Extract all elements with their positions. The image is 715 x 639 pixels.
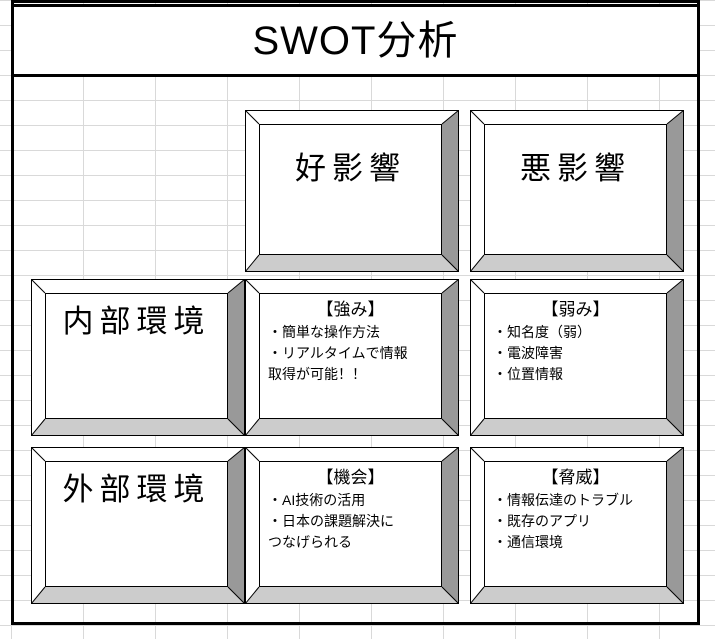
list-item: ・リアルタイムで情報 <box>268 345 408 362</box>
row-header-internal-body: 内部環境 <box>46 294 227 418</box>
quadrant-opportunities-list: ・AI技術の活用 ・日本の課題解決に つなげられる <box>260 490 441 554</box>
quadrant-strengths: 【強み】 ・簡単な操作方法 ・リアルタイムで情報 取得が可能！！ <box>245 279 459 436</box>
quadrant-opportunities-body: 【機会】 ・AI技術の活用 ・日本の課題解決に つなげられる <box>260 462 441 586</box>
list-item: ・通信環境 <box>493 534 563 551</box>
list-item: ・位置情報 <box>493 366 563 383</box>
row-header-external: 外部環境 <box>31 447 245 604</box>
list-item: ・簡単な操作方法 <box>268 323 380 340</box>
page-title: SWOT分析 <box>252 18 459 63</box>
quadrant-weaknesses: 【弱み】 ・知名度（弱） ・電波障害 ・位置情報 <box>470 279 684 436</box>
row-header-internal: 内部環境 <box>31 279 245 436</box>
quadrant-weaknesses-title: 【弱み】 <box>541 300 610 319</box>
column-header-negative-body: 悪影響 <box>485 125 666 254</box>
column-header-positive-label: 好影響 <box>295 151 406 186</box>
diagram-title-box: SWOT分析 <box>11 4 700 77</box>
column-header-negative: 悪影響 <box>470 110 684 272</box>
quadrant-threats-title: 【脅威】 <box>541 468 610 487</box>
quadrant-threats-body: 【脅威】 ・情報伝達のトラブル ・既存のアプリ ・通信環境 <box>485 462 666 586</box>
list-item: ・知名度（弱） <box>493 323 591 340</box>
list-item: つなげられる <box>268 534 352 551</box>
column-header-negative-label: 悪影響 <box>520 151 631 186</box>
list-item: ・日本の課題解決に <box>268 513 394 530</box>
list-item: 取得が可能！！ <box>268 366 366 383</box>
row-header-external-body: 外部環境 <box>46 462 227 586</box>
quadrant-weaknesses-list: ・知名度（弱） ・電波障害 ・位置情報 <box>485 322 666 386</box>
quadrant-opportunities: 【機会】 ・AI技術の活用 ・日本の課題解決に つなげられる <box>245 447 459 604</box>
quadrant-strengths-title: 【強み】 <box>316 300 385 319</box>
quadrant-strengths-list: ・簡単な操作方法 ・リアルタイムで情報 取得が可能！！ <box>260 322 441 386</box>
list-item: ・AI技術の活用 <box>268 491 366 508</box>
row-header-external-label: 外部環境 <box>62 472 211 507</box>
row-header-internal-label: 内部環境 <box>62 304 211 339</box>
list-item: ・情報伝達のトラブル <box>493 491 633 508</box>
column-header-positive: 好影響 <box>245 110 459 272</box>
quadrant-opportunities-title: 【機会】 <box>316 468 385 487</box>
quadrant-threats-list: ・情報伝達のトラブル ・既存のアプリ ・通信環境 <box>485 490 666 554</box>
list-item: ・既存のアプリ <box>493 513 591 530</box>
quadrant-strengths-body: 【強み】 ・簡単な操作方法 ・リアルタイムで情報 取得が可能！！ <box>260 294 441 418</box>
quadrant-weaknesses-body: 【弱み】 ・知名度（弱） ・電波障害 ・位置情報 <box>485 294 666 418</box>
list-item: ・電波障害 <box>493 345 563 362</box>
column-header-positive-body: 好影響 <box>260 125 441 254</box>
quadrant-threats: 【脅威】 ・情報伝達のトラブル ・既存のアプリ ・通信環境 <box>470 447 684 604</box>
